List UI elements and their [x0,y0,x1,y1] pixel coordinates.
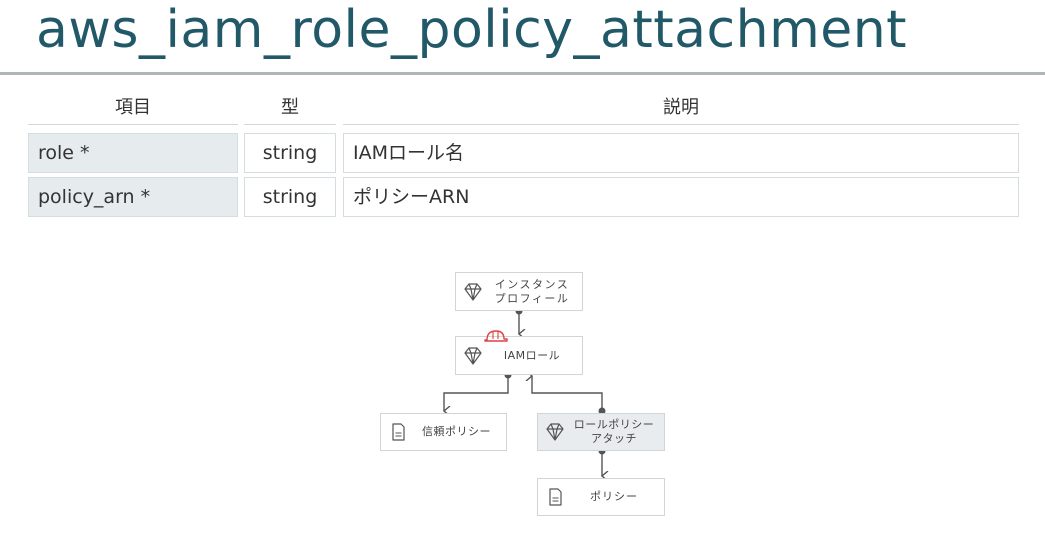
title-divider [0,72,1045,75]
node-label: IAMロール [503,348,561,362]
helmet-icon [484,330,508,342]
column-header-item: 項目 [115,97,151,118]
gem-icon [464,282,482,301]
document-icon [549,488,562,506]
node-label: 信頼ポリシー [422,425,491,438]
table-row-item-cell: role * [28,133,238,173]
connector-attachment-to-policy [598,447,606,477]
node-label: ポリシー [590,490,638,503]
node-role-policy-attachment[interactable]: ロールポリシー アタッチ [537,413,665,451]
node-iam-role[interactable]: IAMロール [455,336,583,375]
node-label: インスタンス プロフィール [494,277,570,305]
connector-role-to-trust-policy [444,371,512,412]
column-header-type: 型 [281,97,299,118]
header-underline [28,124,238,125]
node-policy[interactable]: ポリシー [537,478,665,516]
connector-instance-profile-to-role [515,307,523,335]
connector-attachment-to-role [532,376,606,415]
table-row-description-cell: IAMロール名 [343,133,1019,173]
header-underline [244,124,336,125]
table-row-description-cell: ポリシーARN [343,177,1019,217]
table-row-item-cell: policy_arn * [28,177,238,217]
table-row-type-cell: string [244,177,336,217]
table-row-type-cell: string [244,133,336,173]
gem-icon [464,346,482,365]
page-title: aws_iam_role_policy_attachment [36,0,908,60]
column-header-description: 説明 [663,97,699,118]
gem-icon [546,423,564,441]
node-instance-profile[interactable]: インスタンス プロフィール [455,272,583,311]
document-icon [392,423,405,441]
node-label: ロールポリシー アタッチ [573,418,655,445]
header-underline [343,124,1019,125]
node-trust-policy[interactable]: 信頼ポリシー [380,413,507,451]
